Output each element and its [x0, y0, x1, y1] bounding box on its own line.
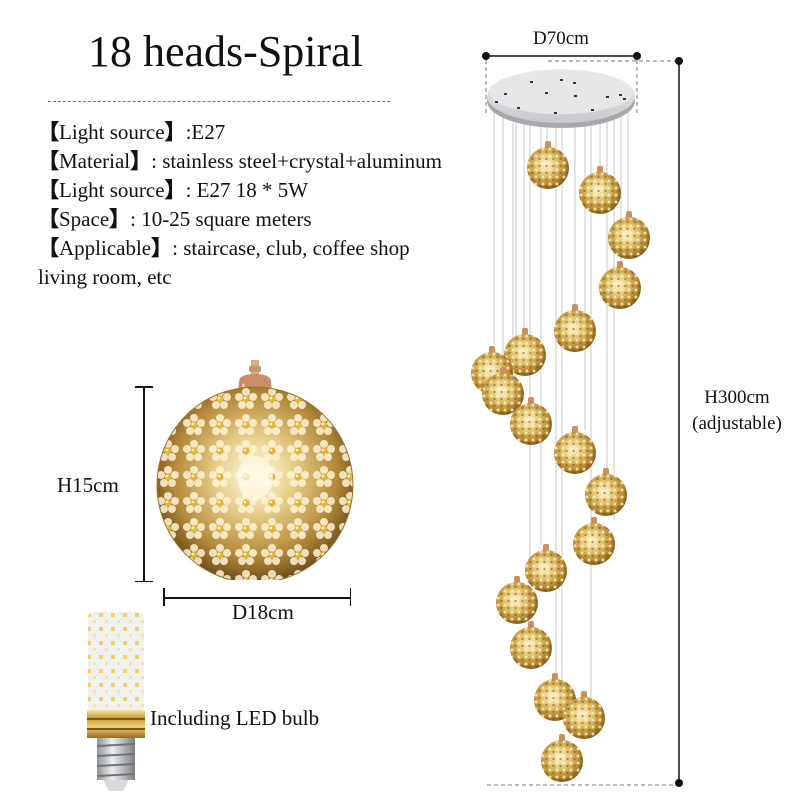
spec-value: : 10-25 square meters: [130, 207, 312, 231]
spec-value: :E27: [185, 120, 226, 144]
spec-item-light-source: 【Light source】:E27: [38, 118, 442, 147]
spec-item-light-source-power: 【Light source】: E27 18 * 5W: [38, 176, 442, 205]
spec-key: Material: [59, 149, 131, 173]
bracket-open: 【: [38, 120, 59, 144]
spec-item-space: 【Space】: 10-25 square meters: [38, 205, 442, 234]
bracket-close: 】: [109, 207, 131, 231]
spec-key: Light source: [59, 120, 165, 144]
height-dimension-line: [135, 386, 153, 582]
title-divider: [48, 101, 390, 102]
spec-key: Applicable: [59, 236, 152, 260]
bracket-open: 【: [38, 236, 59, 260]
led-bulb-image: [87, 612, 145, 791]
bracket-close: 】: [151, 236, 173, 260]
spec-continuation: living room, etc: [38, 265, 172, 289]
bracket-close: 】: [164, 178, 186, 202]
bracket-close: 】: [164, 120, 186, 144]
spec-key: Light source: [59, 178, 165, 202]
chandelier-height-label: H300cm (adjustable): [680, 385, 794, 437]
diameter-dimension-line: [163, 588, 351, 606]
spec-key: Space: [59, 207, 110, 231]
height-value: H300cm: [704, 387, 770, 408]
bracket-close: 】: [130, 149, 152, 173]
pendant-globe-image: [156, 360, 354, 580]
spec-value: : staircase, club, coffee shop: [172, 236, 410, 260]
spec-item-material: 【Material】: stainless steel+crystal+alum…: [38, 147, 442, 176]
height-note: (adjustable): [692, 413, 782, 434]
canopy-diameter-label: D70cm: [533, 28, 589, 49]
spec-item-applicable: 【Applicable】: staircase, club, coffee sh…: [38, 234, 442, 263]
bracket-open: 【: [38, 207, 59, 231]
bracket-open: 【: [38, 149, 59, 173]
pendant-height-label: H15cm: [57, 473, 119, 497]
pendant-diameter-label: D18cm: [232, 600, 294, 624]
spec-value: : stainless steel+crystal+aluminum: [151, 149, 442, 173]
spec-value: : E27 18 * 5W: [185, 178, 309, 202]
bracket-open: 【: [38, 178, 59, 202]
spec-list: 【Light source】:E27 【Material】: stainless…: [38, 118, 442, 292]
led-bulb-label: Including LED bulb: [150, 706, 320, 730]
page-title: 18 heads-Spiral: [88, 27, 363, 76]
